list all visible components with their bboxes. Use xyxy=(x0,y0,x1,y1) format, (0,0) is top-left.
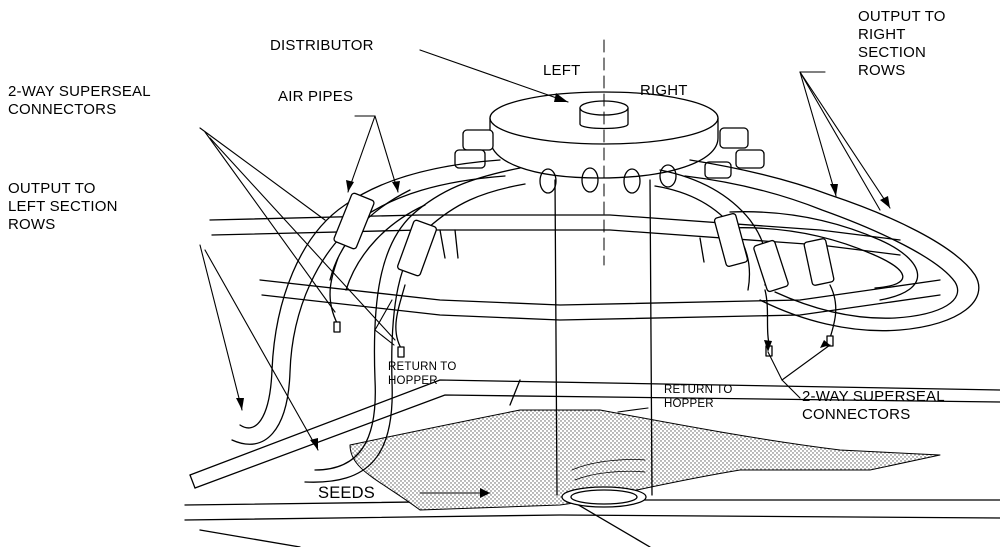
leader-lines xyxy=(199,49,891,494)
label-output-right: OUTPUT TO RIGHT SECTION ROWS xyxy=(858,8,946,79)
left-air-pipes xyxy=(231,159,526,483)
label-return-right: RETURN TO HOPPER xyxy=(664,384,733,410)
label-return-left: RETURN TO HOPPER xyxy=(388,361,457,387)
right-air-pipes xyxy=(654,159,980,332)
label-connectors-left: 2-WAY SUPERSEAL CONNECTORS xyxy=(8,83,151,118)
label-air-pipes: AIR PIPES xyxy=(278,88,354,105)
label-distributor: DISTRIBUTOR xyxy=(270,37,374,54)
distributor-head xyxy=(454,91,765,194)
label-seeds: SEEDS xyxy=(318,484,375,502)
hopper-frame xyxy=(184,379,1000,547)
label-connectors-right: 2-WAY SUPERSEAL CONNECTORS xyxy=(802,388,945,423)
left-superseal-connectors xyxy=(329,192,437,358)
label-output-left: OUTPUT TO LEFT SECTION ROWS xyxy=(8,180,118,233)
arrow-heads xyxy=(236,93,890,498)
right-superseal-connectors xyxy=(713,213,837,357)
distributor-column xyxy=(554,179,653,508)
label-right: RIGHT xyxy=(640,82,688,99)
label-left: LEFT xyxy=(543,62,581,79)
